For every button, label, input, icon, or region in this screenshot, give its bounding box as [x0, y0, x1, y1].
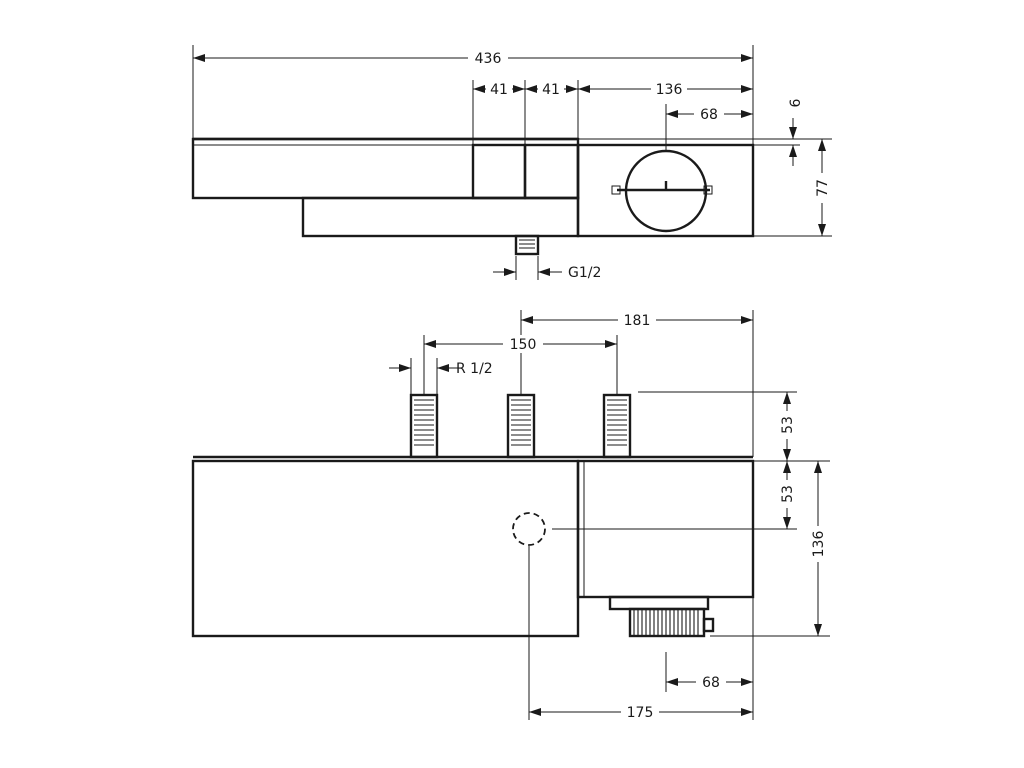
dim-label-53-lower: 53: [780, 485, 796, 503]
lower-body: [301, 196, 580, 238]
main-body-plan: [191, 459, 580, 638]
dim-label-41b: 41: [542, 82, 560, 98]
knob-base: [608, 595, 710, 611]
knob-pin-right: [703, 185, 713, 195]
connector-1: [409, 393, 439, 459]
dim-label-136-top: 136: [656, 82, 683, 98]
dim-label-68-bottom: 68: [702, 675, 720, 691]
top-view-dimensions: 436 41 41 136 68 6 77: [192, 45, 832, 281]
knob-tab: [702, 617, 715, 633]
dim-label-6: 6: [788, 98, 804, 107]
bottom-view: [191, 393, 755, 638]
shelf-body: [191, 137, 580, 200]
dim-label-r12: R 1/2: [456, 361, 493, 377]
dim-label-175: 175: [627, 705, 654, 721]
dim-label-181: 181: [624, 313, 651, 329]
dim-label-150: 150: [510, 337, 537, 353]
bottom-view-dimensions: 181 150 R 1/2 53 53 136 68: [389, 310, 830, 721]
dim-label-g12: G1/2: [568, 265, 601, 281]
knob-knurling: [633, 610, 699, 635]
top-view: [191, 137, 755, 256]
knob-pin-left: [611, 185, 621, 195]
dim-label-53-upper: 53: [780, 416, 796, 434]
dim-label-77: 77: [815, 179, 831, 197]
connector-3: [602, 393, 632, 459]
hidden-outlet-circle: [512, 512, 546, 546]
shelf-slot-left: [471, 143, 527, 200]
dim-label-41a: 41: [490, 82, 508, 98]
dim-label-436: 436: [475, 51, 502, 67]
dim-label-136-side: 136: [811, 531, 827, 558]
shelf-slot-right: [523, 143, 580, 200]
inlet-fitting: [514, 234, 540, 256]
knob-grip: [628, 607, 706, 638]
connector-2: [506, 393, 536, 459]
dim-label-68-top: 68: [700, 107, 718, 123]
